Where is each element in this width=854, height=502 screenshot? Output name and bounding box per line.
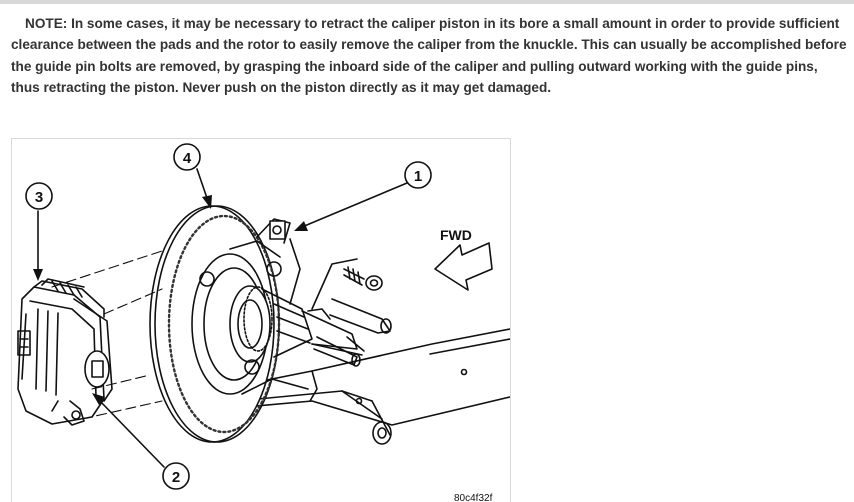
caliper-removal-illustration: FWD 4 3 1 2 80c4f32f [11, 138, 511, 502]
note-paragraph: NOTE: In some cases, it may be necessary… [11, 16, 847, 96]
leader-arrowheads [33, 195, 308, 405]
callout-3: 3 [25, 182, 53, 210]
callout-1: 1 [404, 161, 432, 189]
hub-and-axle [199, 240, 365, 395]
callout-2-label: 2 [172, 469, 180, 486]
forward-arrow-icon [434, 242, 493, 291]
alignment-lines [51, 250, 163, 420]
callout-leaders [37, 168, 408, 468]
callout-2: 2 [162, 462, 190, 490]
steering-knuckle [256, 218, 331, 402]
guide-pin-bolt [343, 266, 383, 291]
callout-3-label: 3 [35, 189, 43, 206]
fwd-label: FWD [440, 227, 472, 243]
callout-1-label: 1 [414, 168, 422, 185]
tie-rod [311, 258, 392, 367]
callout-4: 4 [173, 143, 201, 171]
callout-4-label: 4 [183, 150, 192, 167]
top-divider [0, 0, 854, 4]
brake-caliper [17, 278, 113, 426]
image-code: 80c4f32f [454, 493, 493, 502]
lower-control-arm [221, 328, 510, 445]
